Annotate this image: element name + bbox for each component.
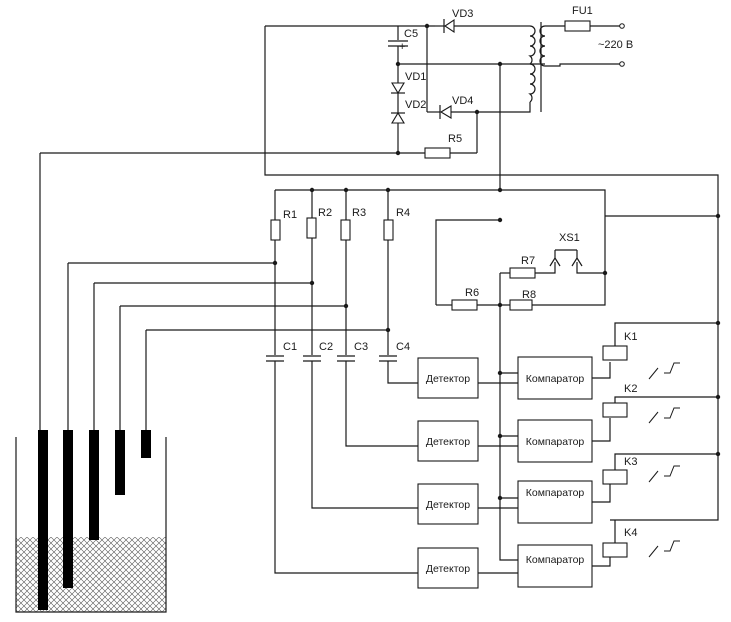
comparator-1-label: Компаратор <box>526 373 585 385</box>
label-vd2: VD2 <box>405 99 426 111</box>
channel-2: Детектор Компаратор <box>417 419 593 463</box>
water-tank <box>15 153 167 613</box>
comparator-4 <box>517 544 593 588</box>
comparator-2-label: Компаратор <box>526 436 585 448</box>
power-supply: VD3 C5 + VD1 VD2 <box>40 5 719 521</box>
label-r6: R6 <box>465 287 479 299</box>
diode-vd3 <box>435 18 520 34</box>
channel-1: Детектор Компаратор <box>417 356 593 400</box>
label-r4: R4 <box>396 207 410 219</box>
supply-return-wire <box>264 26 719 521</box>
label-r3: R3 <box>352 207 366 219</box>
resistor-r5 <box>424 147 451 159</box>
label-mains: ~220 В <box>598 39 633 51</box>
electrode-2 <box>89 430 99 540</box>
detector-4-label: Детектор <box>426 563 470 575</box>
electrode-4 <box>141 430 151 458</box>
resistor-r2 <box>306 217 317 239</box>
label-vd3: VD3 <box>452 8 473 20</box>
label-xs1: XS1 <box>559 232 580 244</box>
label-r7: R7 <box>521 255 535 267</box>
electrode-1 <box>63 430 73 588</box>
relay-k1 <box>592 322 718 380</box>
label-r2: R2 <box>318 207 332 219</box>
comparator-2 <box>517 419 593 463</box>
resistor-r6 <box>451 299 478 311</box>
label-k3: K3 <box>624 456 637 468</box>
label-c1: C1 <box>283 341 297 353</box>
label-vd4: VD4 <box>452 95 473 107</box>
detector-1 <box>417 357 479 399</box>
detector-4 <box>417 547 479 589</box>
capacitor-c2 <box>303 355 321 362</box>
label-r5: R5 <box>448 133 462 145</box>
relay-k3 <box>592 453 718 503</box>
label-r8: R8 <box>522 289 536 301</box>
label-fu1: FU1 <box>572 5 593 17</box>
capacitor-c3 <box>337 355 355 362</box>
mains-terminal-1 <box>619 23 625 29</box>
sensor-bus: R1 R2 R3 R4 <box>68 64 606 574</box>
resistor-r7 <box>509 267 536 279</box>
detector-2 <box>417 420 479 462</box>
relays: K1 K2 K3 K4 <box>592 213 721 567</box>
label-r1: R1 <box>283 209 297 221</box>
label-c3: C3 <box>354 341 368 353</box>
mains-terminal-2 <box>619 61 625 67</box>
label-c2: C2 <box>319 341 333 353</box>
label-k4: K4 <box>624 527 637 539</box>
channel-3: Детектор Компаратор <box>417 480 593 525</box>
fuse-fu1 <box>564 20 591 32</box>
resistor-r8 <box>509 299 533 311</box>
transformer <box>520 22 620 113</box>
diode-vd1 <box>391 82 405 95</box>
label-c5-plus: + <box>399 41 405 53</box>
electrode-common <box>38 430 48 610</box>
resistor-r1 <box>270 219 281 241</box>
label-k2: K2 <box>624 383 637 395</box>
detector-1-label: Детектор <box>426 373 470 385</box>
label-k1: K1 <box>624 331 637 343</box>
capacitor-c1 <box>266 355 284 362</box>
detector-2-label: Детектор <box>426 436 470 448</box>
channel-4: Детектор Компаратор <box>417 544 593 589</box>
detector-3-label: Детектор <box>426 499 470 511</box>
diode-vd4 <box>427 105 520 119</box>
relay-k2 <box>592 396 718 442</box>
label-c4: C4 <box>396 341 410 353</box>
comparator-3-label: Компаратор <box>526 487 585 499</box>
reference-divider: R6 R8 R7 XS1 <box>435 217 608 561</box>
resistor-r4 <box>383 219 394 241</box>
label-c5: C5 <box>404 28 418 40</box>
comparator-4-label: Компаратор <box>526 554 585 566</box>
detector-3 <box>417 483 479 525</box>
tank-outline <box>15 437 167 613</box>
capacitor-c4 <box>379 355 397 362</box>
label-vd1: VD1 <box>405 71 426 83</box>
relay-k4 <box>592 520 680 567</box>
electrode-3 <box>115 430 125 495</box>
resistor-r3 <box>340 219 351 241</box>
comparator-3 <box>517 480 593 524</box>
diode-vd2 <box>391 111 405 124</box>
connector-xs1 <box>549 249 605 274</box>
